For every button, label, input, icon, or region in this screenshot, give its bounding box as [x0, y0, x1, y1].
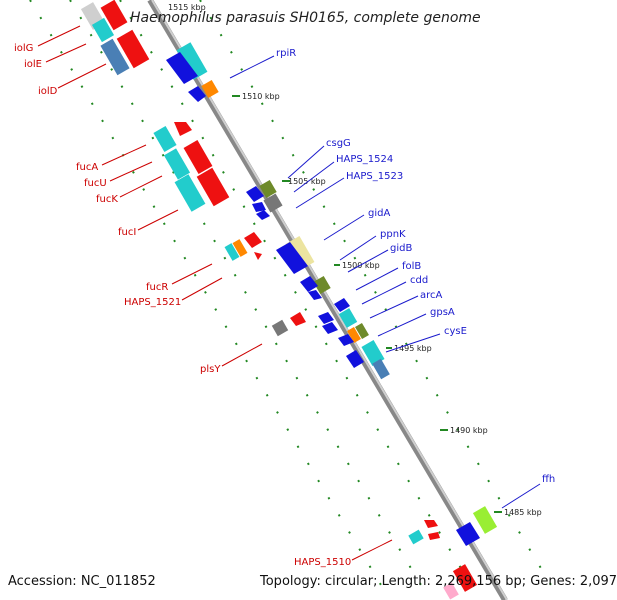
gene-arrow [346, 350, 364, 368]
gene-label-ppnK: ppnK [380, 229, 406, 240]
gene-label-iolE: iolE [24, 59, 42, 70]
gene-labels-right: rpiR csgG HAPS_1524 HAPS_1523 gidA ppnK … [276, 48, 555, 485]
gene-block [408, 529, 424, 545]
gene-label-fucR: fucR [146, 282, 168, 293]
gene-arrow [188, 86, 206, 102]
gene-block [285, 236, 315, 270]
page-title: Haemophilus parasuis SH0165, complete ge… [130, 10, 481, 26]
gene-block [116, 29, 150, 69]
gene-arrow [424, 520, 438, 528]
gene-arrow [322, 322, 338, 334]
gene-block [263, 193, 283, 213]
gene-label-fucI: fucI [118, 227, 136, 238]
gene-blocks-left [80, 0, 478, 600]
gene-block [452, 564, 478, 592]
scale-label: 1510 kbp [242, 92, 280, 101]
gene-arrow [290, 312, 306, 326]
gene-arrow [456, 522, 480, 546]
gene-block [100, 38, 130, 76]
gene-block [361, 339, 385, 367]
genome-backbone [147, 0, 508, 600]
gene-label-rpiR: rpiR [276, 48, 296, 59]
gene-block [313, 275, 331, 295]
gene-block [443, 582, 459, 600]
leader-lines-right [229, 55, 541, 509]
gene-arrow [318, 312, 334, 324]
gene-arrow [256, 210, 270, 220]
gene-label-fucK: fucK [96, 194, 118, 205]
gene-block [224, 243, 240, 261]
gene-arrow [166, 52, 198, 84]
gene-arrow [174, 122, 192, 136]
genome-map: 1515 kbp 1510 kbp 1505 kbp 1500 kbp 1495… [14, 0, 561, 600]
gene-label-fucA: fucA [76, 162, 98, 173]
scale-label: 1505 kbp [288, 177, 326, 186]
gene-block [183, 140, 213, 174]
gene-label-folB: folB [402, 261, 421, 272]
gene-label-HAPS-1510: HAPS_1510 [294, 557, 351, 568]
gene-blocks-right [166, 42, 498, 546]
gene-label-HAPS-1521: HAPS_1521 [124, 297, 181, 308]
gene-label-HAPS-1524: HAPS_1524 [336, 154, 393, 165]
gene-block [347, 326, 361, 344]
scale-label: 1495 kbp [394, 344, 432, 353]
gene-block [176, 42, 208, 80]
gene-block [153, 125, 177, 153]
gene-label-plsY: plsY [200, 364, 221, 375]
gene-block [163, 148, 191, 180]
gene-arrow [276, 242, 308, 274]
scale-label: 1485 kbp [504, 508, 542, 517]
gene-label-iolG: iolG [14, 43, 33, 54]
gene-label-arcA: arcA [420, 290, 443, 301]
gene-arrow [252, 202, 266, 212]
gene-label-ffh: ffh [542, 474, 555, 485]
gene-label-HAPS-1523: HAPS_1523 [346, 171, 403, 182]
gene-label-cdd: cdd [410, 275, 428, 286]
gene-block [472, 506, 498, 534]
gene-arrow [300, 276, 318, 292]
gene-arrow [246, 186, 264, 202]
gene-arrow [338, 334, 354, 346]
scale-labels: 1515 kbp 1510 kbp 1505 kbp 1500 kbp 1495… [168, 3, 542, 517]
gene-block [201, 79, 219, 99]
gene-block [259, 179, 277, 199]
gene-label-iolD: iolD [38, 86, 58, 97]
gene-block [196, 167, 230, 207]
gene-label-fucU: fucU [84, 178, 107, 189]
gene-label-cysE: cysE [444, 326, 467, 337]
gene-label-csgG: csgG [326, 138, 351, 149]
genome-summary: Topology: circular; Length: 2,269,156 bp… [260, 574, 617, 589]
gene-arrow [428, 532, 440, 540]
gene-labels-left: iolG iolE iolD fucA fucU fucK fucI fucR … [14, 43, 351, 568]
gene-label-gpsA: gpsA [430, 307, 455, 318]
gene-block [271, 319, 289, 337]
gene-block [100, 0, 128, 31]
leader-lines-left [37, 25, 393, 561]
gene-block [91, 17, 115, 43]
gene-block [372, 358, 390, 380]
gene-label-gidB: gidB [390, 243, 412, 254]
gene-block [174, 174, 206, 212]
gene-label-gidA: gidA [368, 208, 390, 219]
gene-block [338, 308, 358, 328]
gene-block [232, 239, 248, 257]
scale-label: 1490 kbp [450, 426, 488, 435]
gene-arrow [244, 232, 262, 248]
accession-label: Accession: NC_011852 [8, 574, 156, 589]
gene-arrow [308, 290, 322, 300]
gene-arrow [254, 252, 262, 260]
scale-label: 1515 kbp [168, 3, 206, 12]
gene-arrow [334, 298, 350, 312]
gene-block [355, 322, 369, 340]
